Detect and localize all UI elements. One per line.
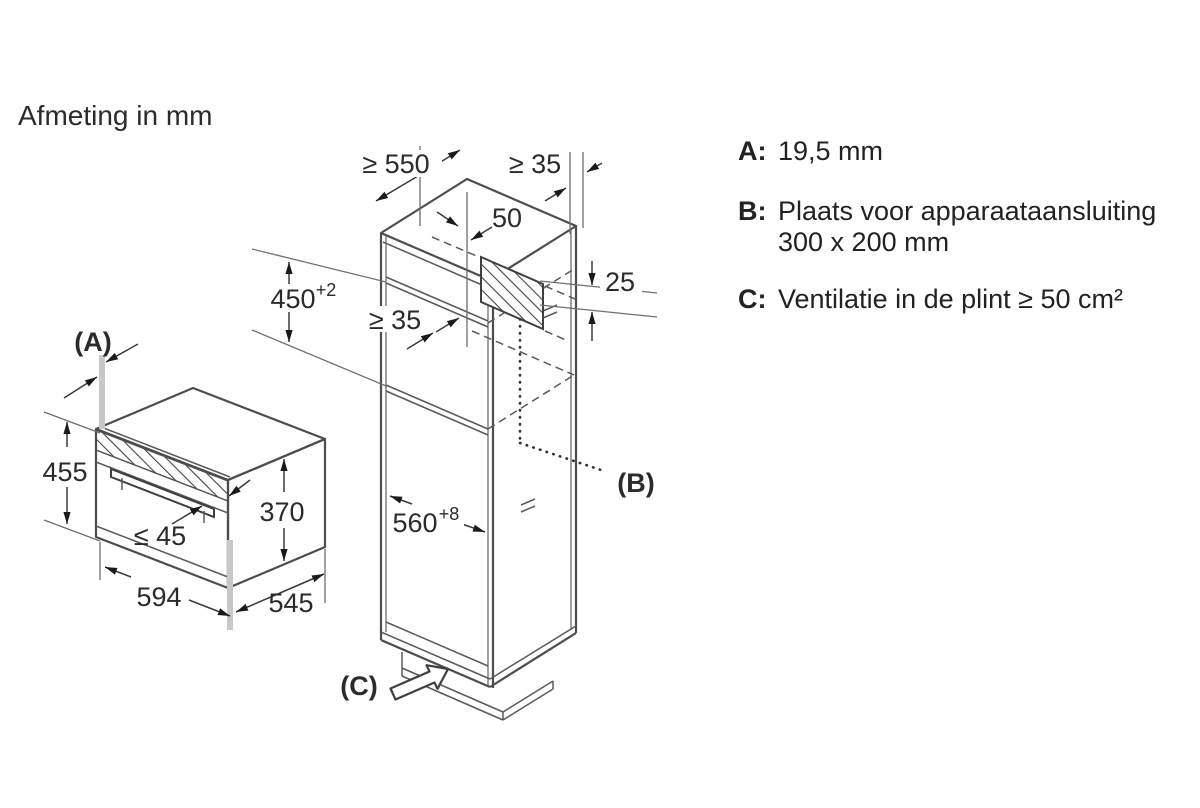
label-shelf-gap: ≥ 35 (369, 305, 421, 335)
hidden-edge-box-right (544, 285, 576, 300)
legend-key-b: B: (738, 196, 767, 226)
dim-560-left (389, 495, 413, 505)
hidden-edge-shelf2-right (487, 374, 575, 430)
shelf-1-top (385, 276, 489, 322)
dim-594-left (104, 566, 132, 578)
dim-a-arrow-left (63, 376, 98, 399)
legend-key-c: C: (738, 284, 767, 314)
oven-handle (110, 467, 215, 519)
label-handle-depth: ≤ 45 (134, 521, 186, 551)
cabinet-drawing (379, 177, 606, 721)
dim-50-arrow-right (470, 226, 493, 241)
dim-594-right (188, 599, 231, 617)
oven-top-face-inner-line (100, 426, 231, 478)
label-oven-width: 594 (136, 582, 181, 612)
legend-text-a: 19,5 mm (778, 136, 884, 166)
legend-key-a: A: (738, 136, 767, 166)
dim-560-right (461, 523, 486, 533)
label-top-side-gap: ≥ 35 (509, 149, 561, 179)
legend-text2-b: 300 x 200 mm (778, 227, 950, 257)
label-b: (B) (617, 468, 654, 498)
b-leader-diagonal (518, 441, 606, 473)
panel-thickness-extension-bar (99, 355, 105, 429)
legend-item-c: C: Ventilatie in de plint ≥ 50 cm² (738, 284, 1123, 315)
dim-545-right (279, 573, 325, 594)
bottom-board-mid (380, 631, 491, 680)
label-oven-body-height: 370 (259, 497, 304, 527)
dim-45-arrow-door (228, 479, 251, 497)
oven-top-face (94, 386, 327, 482)
dim-545-left (235, 592, 281, 613)
cabinet-top-face (379, 177, 578, 282)
label-c: (C) (340, 671, 377, 701)
ext-25-bottom (539, 304, 658, 318)
label-niche-height: 450 (270, 284, 315, 314)
ext-450-top (251, 248, 387, 283)
break-marks (520, 304, 558, 513)
label-niche-height-tol: +2 (316, 280, 337, 300)
oven-door-gap-line (95, 461, 229, 514)
label-oven-depth: 545 (268, 588, 313, 618)
dim-a-arrow-right (105, 343, 139, 363)
label-connection-offset: 25 (605, 267, 635, 297)
ext-455-top (43, 411, 101, 434)
hidden-edge-top-left (431, 236, 480, 258)
ventilation-arrow-icon (389, 664, 450, 701)
shelf-2-bottom (385, 390, 489, 436)
legend-item-a: A: 19,5 mm (738, 136, 883, 167)
legend-text-b: Plaats voor apparaataansluiting (778, 196, 1157, 226)
width-depth-extension-bar (227, 540, 233, 630)
label-a: (A) (74, 327, 111, 357)
dim-35top-arrow-left (544, 187, 567, 202)
label-oven-height: 455 (42, 457, 87, 487)
dim-35mid-arrow-1 (406, 332, 434, 350)
oven-drawing (94, 386, 327, 590)
dim-35top-arrow-right (586, 162, 603, 173)
shelf-2-top (385, 384, 489, 430)
hidden-edge-box-bottom (544, 330, 567, 341)
cabinet-top-band (382, 241, 490, 289)
oven-door-bottom-line (95, 525, 229, 578)
hidden-edge-shelf2-back (471, 330, 575, 376)
oven-control-panel-hatch (95, 428, 229, 503)
dim-45-arrow-handle (171, 505, 203, 525)
label-top-depth: ≥ 550 (362, 149, 429, 179)
ext-450-bottom (251, 329, 387, 387)
hidden-edge-shelf1-right (487, 268, 575, 324)
shelf-1-bottom (385, 282, 489, 328)
cabinet-dimensions (251, 146, 658, 533)
dim-550-left (375, 175, 419, 202)
dimension-labels: ≥ 550 ≥ 35 50 25 450 +2 ≥ 35 560 +8 (B) … (42, 149, 654, 701)
label-backings (41, 150, 642, 610)
oven-dimensions (43, 343, 326, 630)
ext-455-bottom (43, 519, 101, 542)
label-niche-width-tol: +8 (439, 504, 460, 524)
bottom-right-edge (489, 632, 577, 688)
bottom-right-mid (489, 625, 577, 680)
legend-item-b: B: Plaats voor apparaataansluiting 300 x… (738, 196, 1156, 258)
label-top-back-gap: 50 (492, 203, 522, 233)
bottom-board-top (385, 621, 489, 667)
connection-area-hatch (480, 255, 544, 331)
legend-text-c: Ventilatie in de plint ≥ 50 cm² (778, 284, 1124, 314)
dim-50-arrow-left (436, 211, 459, 227)
bottom-front-edge (380, 638, 491, 689)
dim-35mid-arrow-2 (435, 317, 460, 333)
label-niche-width: 560 (392, 508, 437, 538)
page-title: Afmeting in mm (18, 100, 213, 131)
